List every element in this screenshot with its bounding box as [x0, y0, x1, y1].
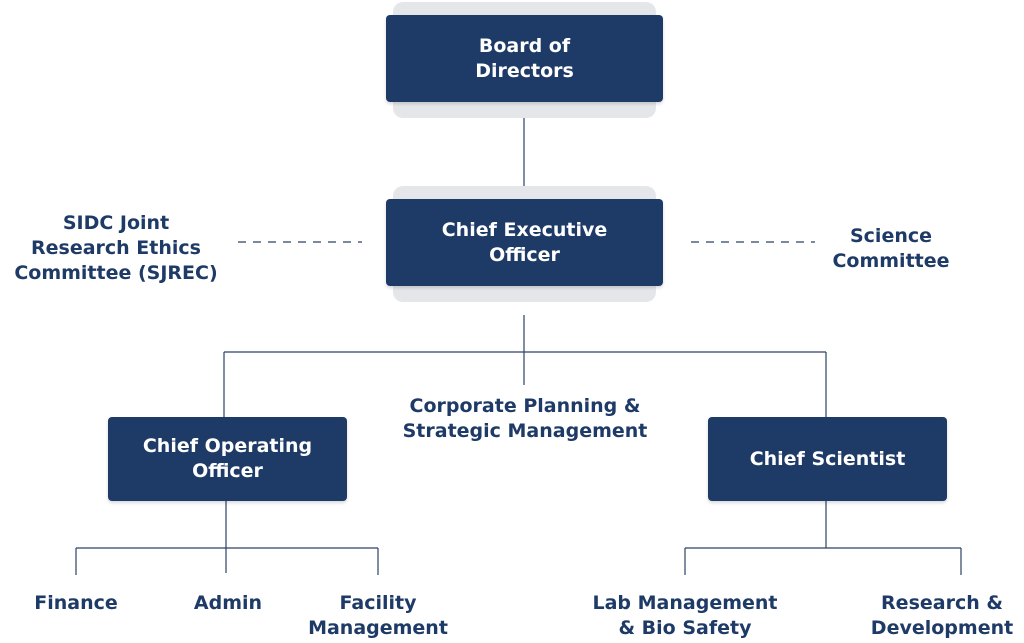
finance-label: Finance [16, 591, 136, 616]
sjrec-line-3: Committee (SJREC) [14, 262, 218, 284]
sjrec-label: SIDC Joint Research Ethics Committee (SJ… [0, 211, 232, 286]
corporate-planning-label: Corporate Planning & Strategic Managemen… [375, 394, 675, 444]
chief-operating-officer-box: Chief Operating Officer [108, 417, 347, 501]
coo-line-2: Officer [192, 460, 263, 482]
board-of-directors-box: Board of Directors [386, 15, 663, 102]
facility-management-label: Facility Management [298, 591, 458, 641]
board-line-2: Directors [475, 59, 574, 82]
corporate-line-2: Strategic Management [402, 420, 648, 442]
board-line-1: Board of [478, 34, 571, 57]
research-development-label: Research & Development [861, 591, 1023, 641]
admin-line-1: Admin [193, 592, 263, 614]
chief-scientist-box: Chief Scientist [708, 417, 947, 501]
ceo-line-1: Chief Executive [441, 218, 608, 241]
corporate-line-1: Corporate Planning & [409, 395, 641, 417]
finance-line-1: Finance [34, 592, 118, 614]
lab-line-1: Lab Management [592, 592, 778, 614]
sjrec-line-1: SIDC Joint [62, 212, 170, 234]
coo-line-1: Chief Operating [142, 435, 313, 457]
rnd-line-2: Development [870, 617, 1014, 639]
science-line-1: Science [849, 225, 933, 247]
rnd-line-1: Research & [881, 592, 1003, 614]
facility-line-1: Facility [339, 592, 417, 614]
science-committee-label: Science Committee [811, 224, 971, 274]
science-line-2: Committee [832, 250, 950, 272]
facility-line-2: Management [308, 617, 448, 639]
sjrec-line-2: Research Ethics [31, 237, 201, 259]
lab-management-label: Lab Management & Bio Safety [575, 591, 795, 641]
ceo-line-2: Officer [489, 243, 560, 266]
cs-line-1: Chief Scientist [749, 447, 906, 470]
admin-label: Admin [168, 591, 288, 616]
chief-executive-officer-box: Chief Executive Officer [386, 199, 663, 286]
lab-line-2: & Bio Safety [618, 617, 752, 639]
